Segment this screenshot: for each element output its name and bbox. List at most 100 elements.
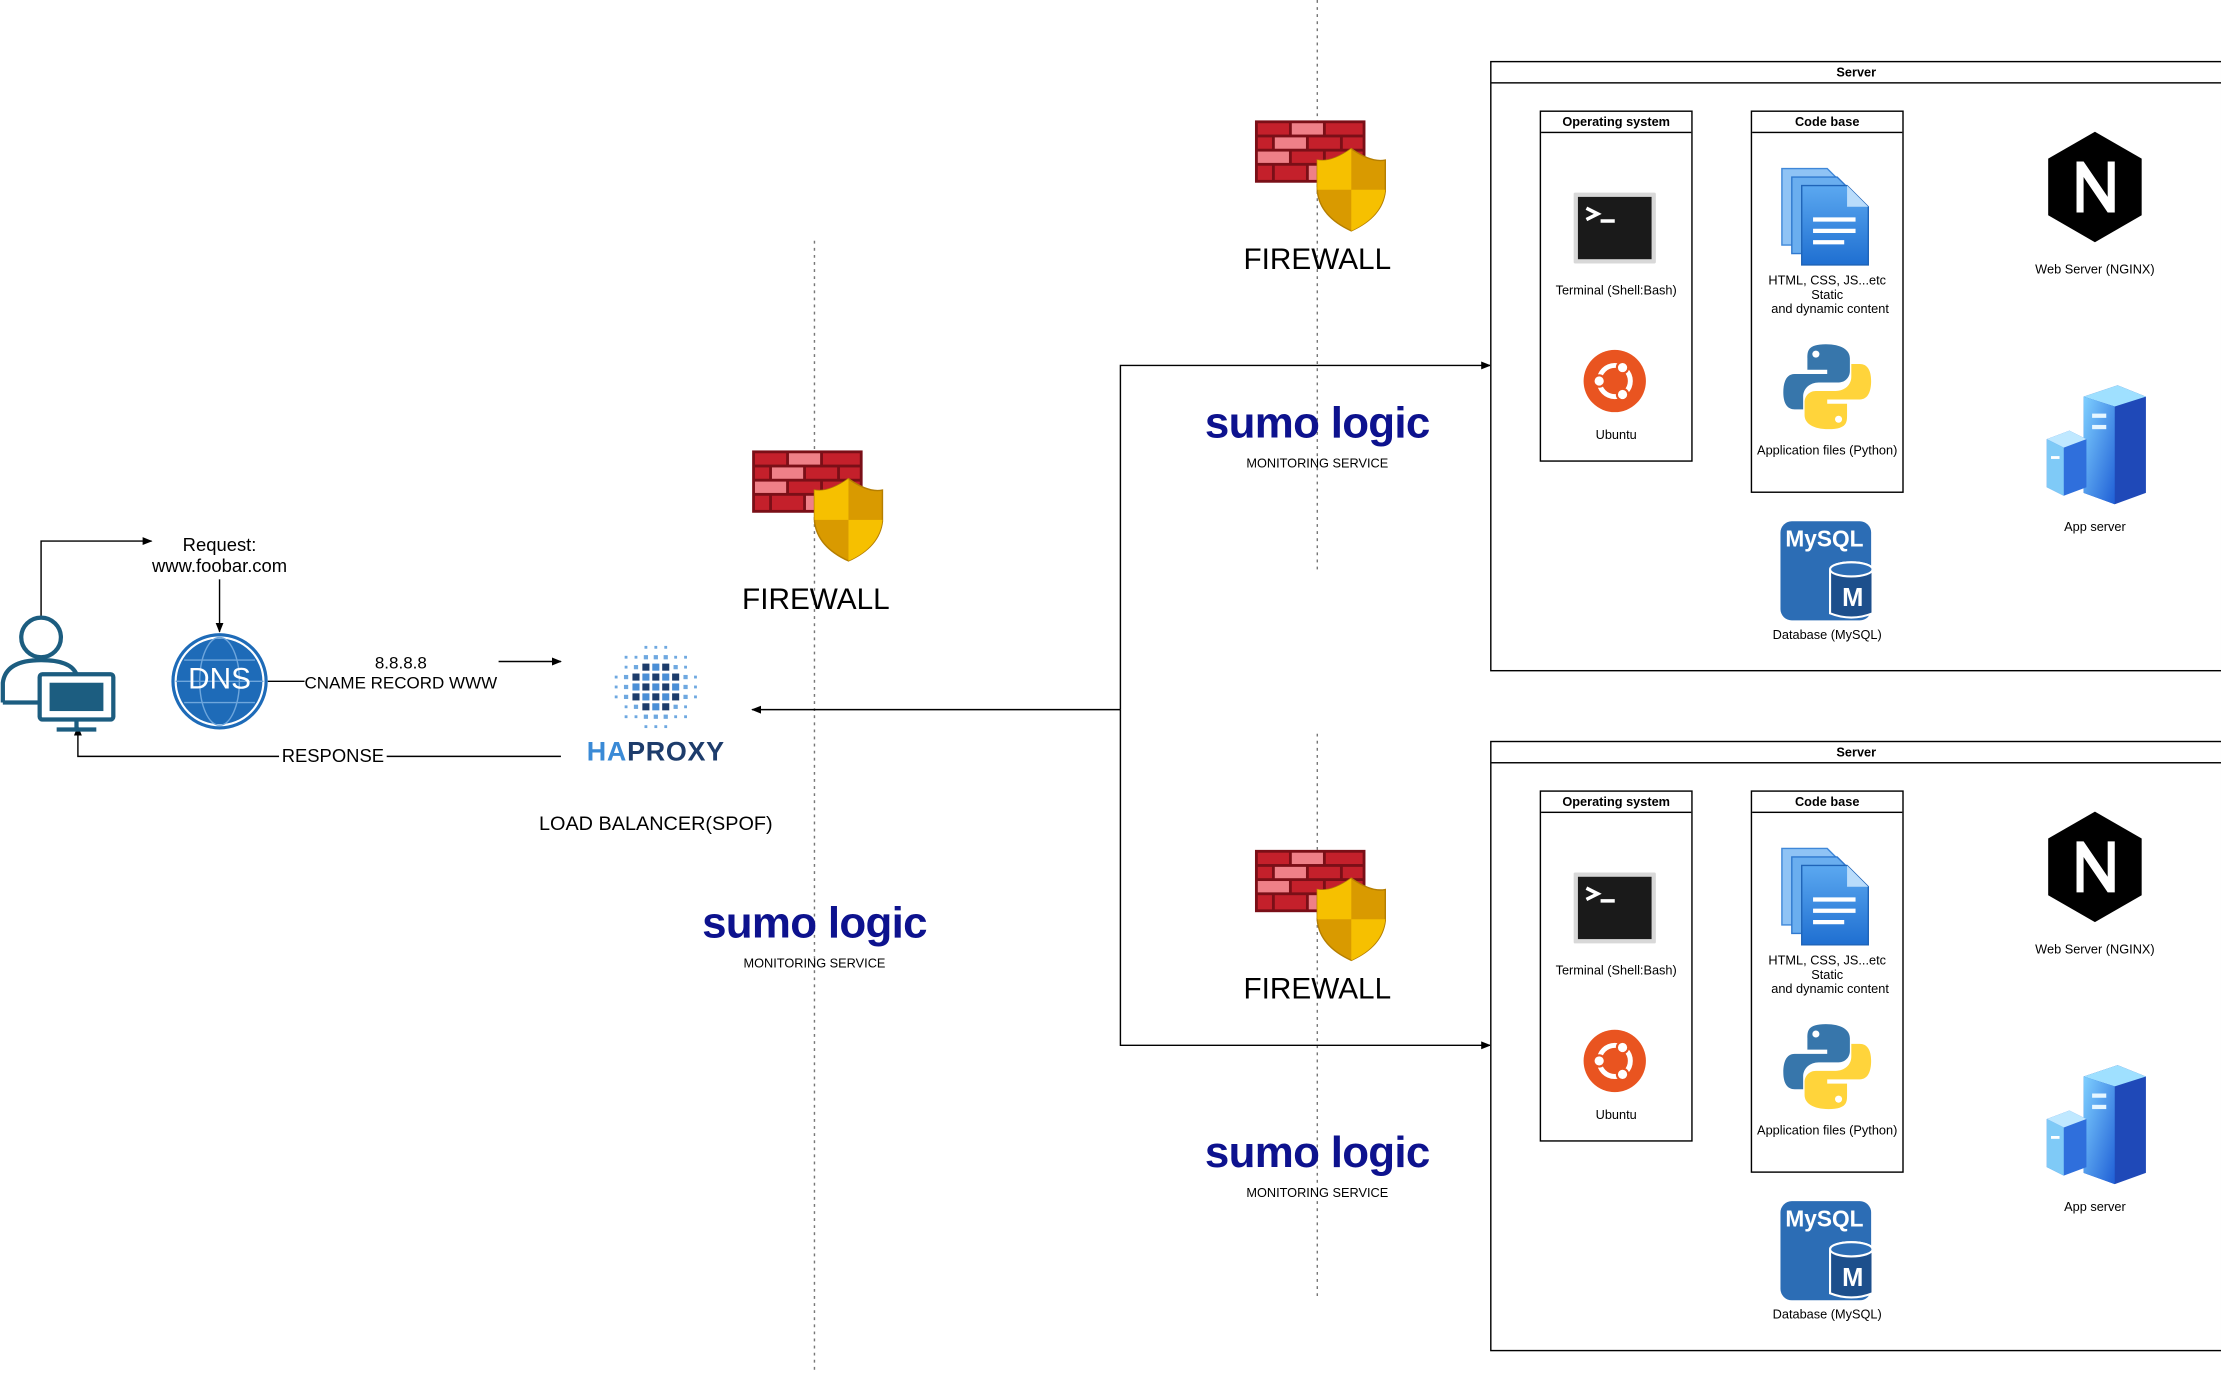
nginx-label: Web Server (NGINX) <box>2035 262 2155 277</box>
mysql-m: M <box>1842 583 1864 612</box>
mysql-text: MySQL <box>1785 1208 1864 1233</box>
mysql-icon <box>1780 521 1874 621</box>
terminal-label: Terminal (Shell:Bash) <box>1555 963 1677 978</box>
haproxy-logo-dot <box>674 715 678 719</box>
haproxy-logo-dot <box>654 725 658 729</box>
os-panel-title: Operating system <box>1541 112 1692 134</box>
mysql-text: MySQL <box>1785 528 1864 553</box>
haproxy-logo-dot <box>643 714 649 719</box>
haproxy-logo-dot <box>652 703 660 711</box>
app-files-label: Application files (Python) <box>1757 1123 1898 1138</box>
os-panel-title: Operating system <box>1541 792 1692 814</box>
firewall-label: FIREWALL <box>1243 243 1392 277</box>
nginx-icon <box>2048 811 2142 923</box>
nginx-icon <box>2048 131 2142 243</box>
haproxy-logo-dot <box>672 693 680 701</box>
html-label-line-1: HTML, CSS, JS...etc <box>1768 953 1887 968</box>
haproxy-logo-ha: HA <box>586 737 628 768</box>
haproxy-logo-proxy: PROXY <box>627 737 725 768</box>
haproxy-logo-dot <box>684 705 687 709</box>
haproxy-logo-dot <box>652 693 660 701</box>
monitoring-service-label: MONITORING SERVICE <box>1246 1185 1389 1200</box>
haproxy-logo-dot <box>694 695 697 699</box>
firewall-icon <box>752 450 884 562</box>
server-box: Server Operating system Terminal (Shell:… <box>1490 60 2221 672</box>
terminal-icon <box>1573 192 1656 264</box>
response-arrow <box>73 725 561 758</box>
request-arrow <box>40 537 153 617</box>
haproxy-logo-dot <box>662 673 670 681</box>
html-label-line-1: HTML, CSS, JS...etc <box>1768 273 1887 288</box>
haproxy-logo-dot <box>623 674 629 680</box>
ubuntu-icon <box>1583 349 1646 413</box>
haproxy-logo-dot <box>642 693 650 701</box>
haproxy-logo-dot <box>632 693 640 701</box>
haproxy-logo-dot <box>674 655 678 659</box>
dns-record-label: CNAME RECORD WWW <box>304 672 498 693</box>
request-line-2: www.foobar.com <box>152 555 288 577</box>
haproxy-logo-dot <box>624 705 628 709</box>
ubuntu-label: Ubuntu <box>1595 427 1637 442</box>
haproxy-logo-dot <box>642 683 650 691</box>
haproxy-logo-dot <box>623 694 629 700</box>
haproxy-logo-dot <box>663 655 668 660</box>
haproxy-logo-dot <box>614 695 618 699</box>
python-icon <box>1783 1024 1872 1110</box>
haproxy-logo-dot <box>654 645 658 649</box>
haproxy-logo: HAPROXY <box>572 738 739 769</box>
haproxy-logo-dot <box>642 663 650 671</box>
html-label-line-2: Static <box>1811 967 1844 982</box>
load-balancer-label: LOAD BALANCER(SPOF) <box>539 811 773 835</box>
haproxy-logo-dot <box>694 685 697 689</box>
server-title: Server <box>1491 62 2221 84</box>
haproxy-logo-dot <box>653 714 658 719</box>
request-line-1: Request: <box>182 534 257 556</box>
haproxy-logo-dot <box>683 694 688 700</box>
haproxy-logo-dot <box>662 693 670 701</box>
firewall-icon <box>1254 120 1386 232</box>
haproxy-logo-dot <box>662 703 670 711</box>
db-label: Database (MySQL) <box>1772 1307 1882 1322</box>
app-files-label: Application files (Python) <box>1757 443 1898 458</box>
monitoring-service-label: MONITORING SERVICE <box>1246 456 1389 471</box>
haproxy-logo-dot <box>614 685 618 689</box>
haproxy-logo-dot <box>664 645 668 649</box>
haproxy-logo-dot <box>652 663 660 671</box>
bus-to-server-2 <box>1119 709 1492 1050</box>
haproxy-logo-dot <box>624 715 628 719</box>
haproxy-logo-dot <box>634 655 638 659</box>
haproxy-logo-dot <box>623 684 629 690</box>
haproxy-logo-dot <box>652 683 660 691</box>
haproxy-logo-dot <box>614 675 618 679</box>
os-panel: Operating system Terminal (Shell:Bash) U… <box>1539 110 1693 462</box>
haproxy-logo-dot <box>673 665 678 670</box>
python-icon <box>1783 344 1872 430</box>
haproxy-logo-dot <box>633 665 639 670</box>
firewall-icon <box>1254 849 1386 962</box>
html-label-line-2: Static <box>1811 287 1844 302</box>
haproxy-logo-dot <box>662 663 670 671</box>
mysql-icon <box>1780 1201 1874 1301</box>
sumo-logic-logo: sumo logic <box>1204 1127 1430 1178</box>
haproxy-logo-dot <box>662 683 670 691</box>
haproxy-logo-dot <box>673 704 678 709</box>
haproxy-logo-dot <box>683 684 688 690</box>
haproxy-logo-dot <box>664 725 668 729</box>
haproxy-logo-dot <box>642 703 650 711</box>
sumo-logic-logo: sumo logic <box>1204 398 1430 448</box>
sumo-logic-logo: sumo logic <box>702 898 927 948</box>
haproxy-logo-dot <box>643 655 649 660</box>
bus-to-server-1 <box>1119 361 1492 710</box>
app-server-label: App server <box>2064 1199 2126 1214</box>
haproxy-logo-dot <box>633 704 639 709</box>
server-title: Server <box>1491 742 2221 764</box>
html-files-icon <box>1781 847 1870 946</box>
ubuntu-icon <box>1583 1029 1646 1093</box>
codebase-panel: Code base HTML, CSS, JS...etc Static and… <box>1750 790 1904 1173</box>
db-label: Database (MySQL) <box>1772 627 1882 642</box>
haproxy-logo-dot <box>672 683 680 691</box>
firewall-label: FIREWALL <box>1243 973 1392 1006</box>
html-label-line-3: and dynamic content <box>1771 301 1889 316</box>
codebase-panel: Code base HTML, CSS, JS...etc Static and… <box>1750 110 1904 493</box>
